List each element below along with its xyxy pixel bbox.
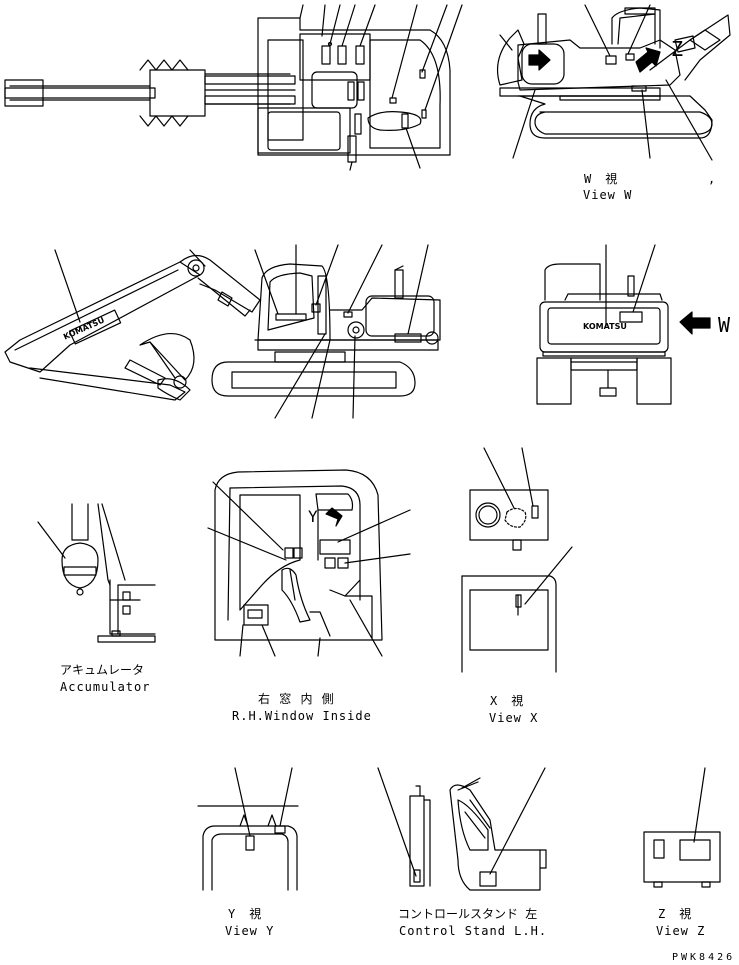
marker-w: W [718, 313, 732, 337]
view-y-drawing [198, 768, 298, 890]
accumulator-caption-jp: アキュムレータ [60, 663, 145, 677]
rh-window-drawing [208, 470, 410, 656]
control-stand-caption-en: Control Stand L.H. [399, 924, 548, 938]
view-z-caption-en: View Z [656, 924, 706, 938]
view-z-caption-jp: Z 視 [658, 907, 693, 921]
view-x-drawing [462, 448, 572, 672]
view-w-caption-en: View W [583, 188, 633, 202]
view-w-drawing [498, 5, 730, 160]
accumulator-caption-en: Accumulator [60, 680, 151, 694]
top-view-drawing [5, 5, 462, 170]
view-w-caption-comma: , [708, 172, 717, 186]
view-y-caption-jp: Y 視 [228, 907, 263, 921]
marker-y: Y [308, 507, 319, 526]
rear-view-drawing [537, 245, 710, 404]
rh-window-caption-en: R.H.Window Inside [232, 709, 372, 723]
drawing-code: PWK8426 [672, 952, 736, 963]
view-y-caption-en: View Y [225, 924, 275, 938]
control-stand-caption-jp: コントロールスタンド 左 [398, 907, 538, 921]
view-x-caption-en: View X [489, 711, 539, 725]
view-x-caption-jp: X 視 [490, 694, 525, 708]
control-stand-drawing [378, 768, 546, 890]
side-view-drawing [5, 245, 440, 418]
view-z-drawing [644, 768, 720, 887]
accumulator-drawing [38, 504, 155, 642]
brand-logo-rear-text: KOMATSU [583, 322, 627, 331]
marker-z: Z [671, 37, 685, 61]
rh-window-caption-jp: 右 窓 内 側 [258, 692, 335, 706]
view-w-caption-jp: W 視 [584, 172, 619, 186]
